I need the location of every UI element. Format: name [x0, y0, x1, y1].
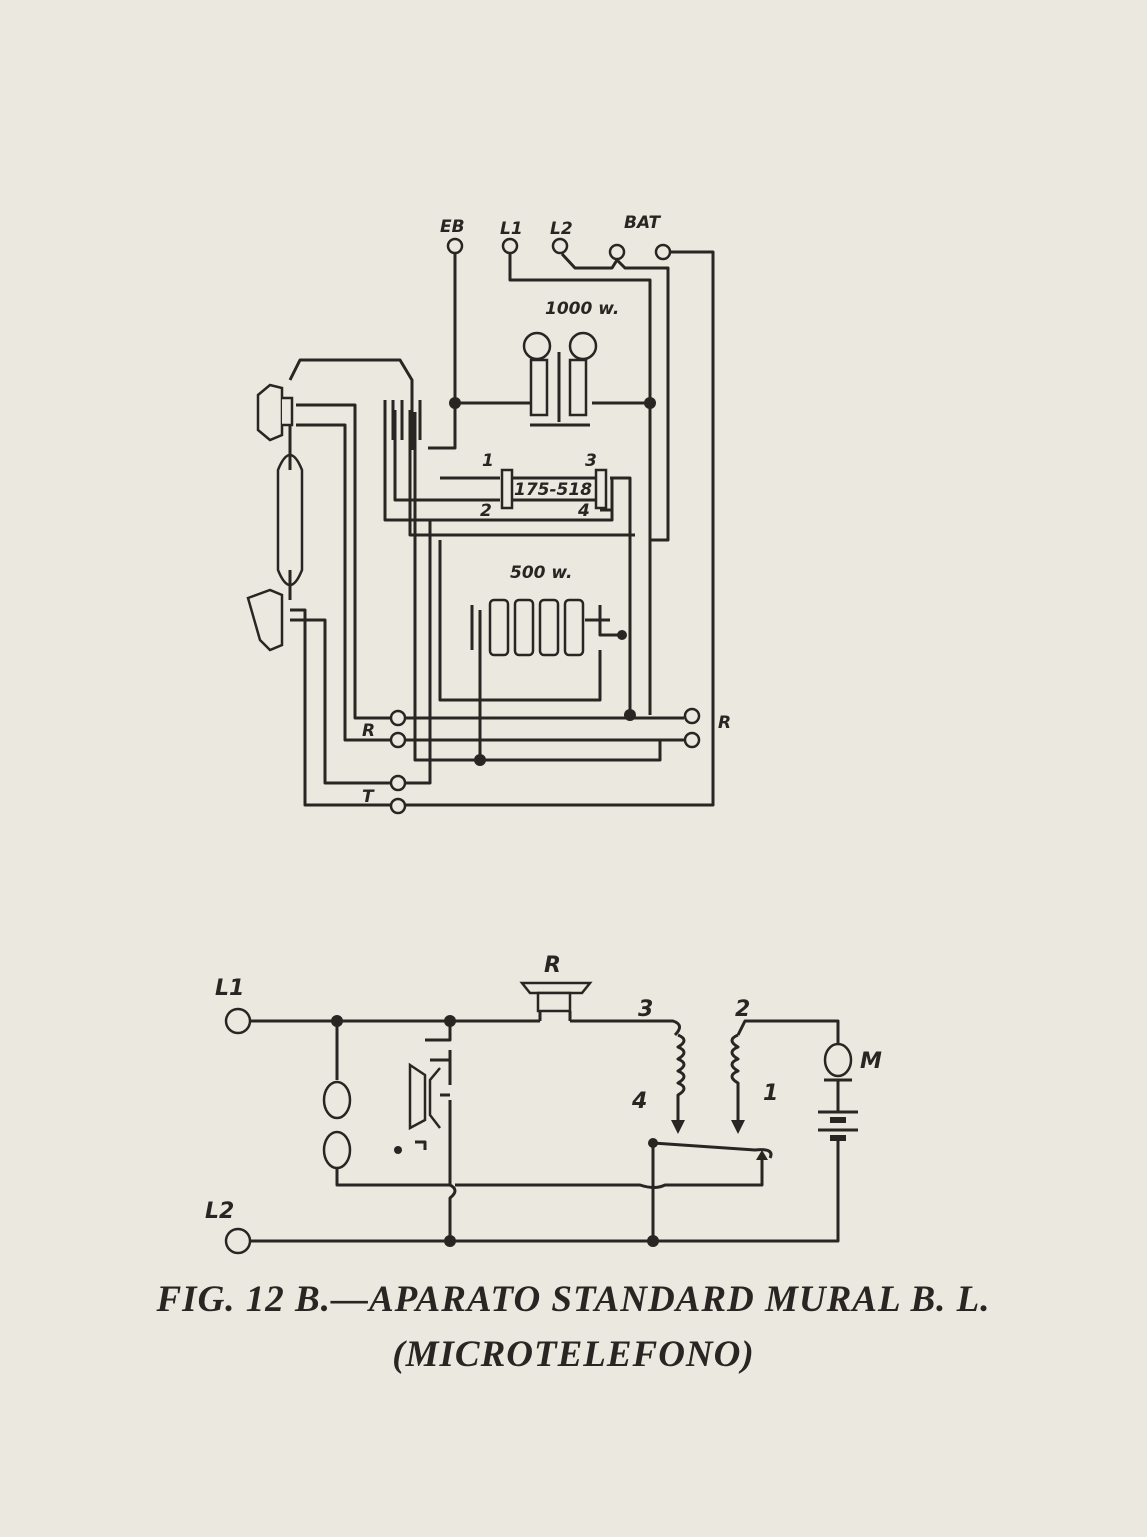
hook-switch [383, 400, 422, 440]
coil-terminal-1: 1 [482, 451, 494, 471]
wire-t-upper [290, 520, 432, 785]
magneto-generator: 500 w. [470, 563, 627, 657]
terminal-label-l2: L2 [550, 219, 573, 239]
wire-generator [413, 412, 662, 762]
receiver-symbol: R [519, 953, 593, 1021]
terminal-bat-2 [654, 243, 672, 261]
wire-eb [428, 254, 457, 450]
microphone-label: M [860, 1049, 882, 1074]
wall-set-wiring-diagram: EB L1 L2 BAT 1000 w. [246, 213, 731, 815]
junctions [449, 397, 656, 766]
circuit-schematic: L1 L2 R 3 2 4 1 [205, 953, 882, 1255]
coil-terminal-3: 3 [638, 997, 653, 1022]
terminal-l2 [551, 237, 569, 255]
wire-hook [288, 358, 635, 715]
label-r-left: R [362, 721, 375, 741]
coil-terminal-2: 2 [735, 997, 750, 1022]
label-r-right: R [718, 713, 731, 733]
handset [246, 383, 304, 652]
induction-coil-schematic: 3 2 4 1 [631, 997, 840, 1241]
binding-posts [389, 237, 701, 815]
bell-coils [322, 1021, 764, 1241]
receiver-label: R [544, 953, 561, 978]
terminal-label-eb: EB [440, 217, 465, 237]
coil-terminal-4: 4 [631, 1089, 647, 1114]
terminal-l1 [501, 237, 519, 255]
label-t: T [362, 787, 375, 807]
wire-coil [440, 476, 628, 512]
induction-coil: 175-518 1 2 3 4 [480, 451, 608, 521]
wire-r-lower [296, 423, 684, 742]
schematic-junctions [331, 1015, 659, 1247]
terminal-label-l1: L1 [500, 219, 523, 239]
terminal-eb [446, 237, 464, 255]
coil-terminal-1: 1 [763, 1081, 778, 1106]
wire-r-upper [296, 403, 684, 720]
coil-terminal-2: 2 [480, 501, 492, 521]
coil-terminal-3: 3 [585, 451, 597, 471]
wire-l1 [508, 254, 652, 715]
ringer-bells: 1000 w. [522, 299, 619, 427]
terminal-bat-1 [608, 243, 626, 261]
figure-caption: FIG. 12 B.—APARATO STANDARD MURAL B. L. [156, 1279, 991, 1320]
generator-label: 500 w. [510, 563, 572, 583]
wire-bat [290, 250, 715, 807]
ringer-label: 1000 w. [545, 299, 619, 319]
switch-contacts [394, 1021, 452, 1185]
line-l1 [250, 1019, 681, 1037]
microphone-battery: M [818, 1042, 882, 1141]
figure-caption-subtitle: (MICROTELEFONO) [392, 1334, 755, 1375]
terminal-l2 [224, 1227, 252, 1255]
schematic-label-l1: L1 [215, 976, 244, 1001]
schematic-label-l2: L2 [205, 1199, 234, 1224]
terminal-label-bat: BAT [624, 213, 661, 233]
wire-l2-bat [560, 252, 670, 542]
terminal-l1 [224, 1007, 252, 1035]
coil-label: 175-518 [514, 480, 592, 500]
coil-terminal-4: 4 [577, 501, 590, 521]
